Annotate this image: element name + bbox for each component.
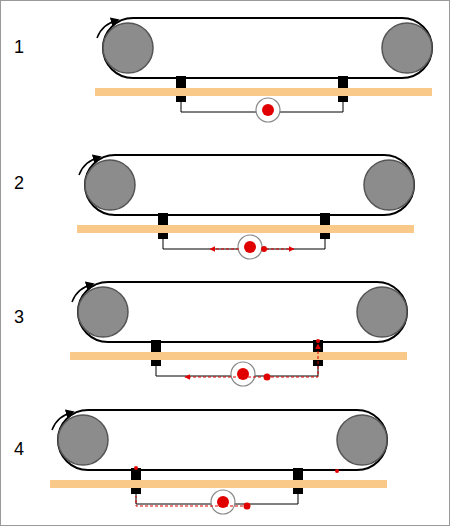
panel-number: 3 [14, 308, 24, 326]
panel-number: 1 [14, 38, 24, 56]
panel-number: 4 [14, 440, 24, 458]
panel-number: 2 [14, 174, 24, 192]
